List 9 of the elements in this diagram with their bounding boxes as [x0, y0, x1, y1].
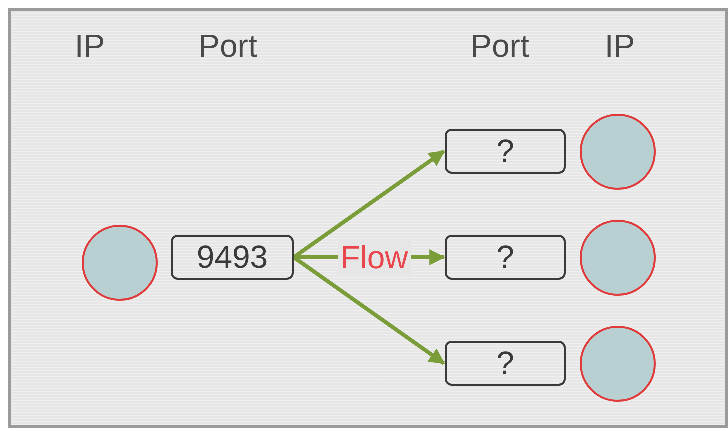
port-box: ? — [445, 235, 566, 280]
port-box: 9493 — [171, 235, 294, 280]
column-heading: IP — [604, 28, 636, 65]
port-box: ? — [445, 129, 566, 174]
port-box: ? — [445, 341, 566, 386]
column-heading: Port — [470, 28, 530, 65]
column-heading: Port — [198, 28, 258, 65]
column-heading: IP — [74, 28, 106, 65]
edge-label: Flow — [338, 240, 412, 276]
